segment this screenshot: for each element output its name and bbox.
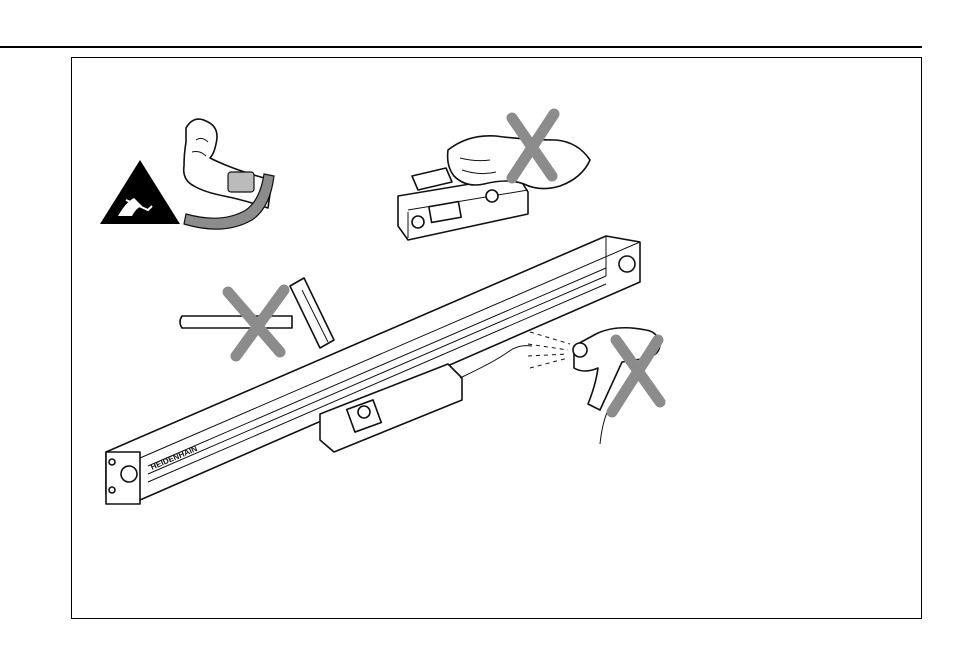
reading-head-handling-icon: [398, 136, 590, 240]
linear-encoder-scale: HEIDENHAIN: [106, 236, 640, 504]
hammer-icon: [180, 278, 334, 348]
air-gun-icon: [528, 328, 660, 444]
esd-warning-icon: [100, 160, 180, 224]
wrist-strap-hand-icon: [184, 119, 274, 229]
